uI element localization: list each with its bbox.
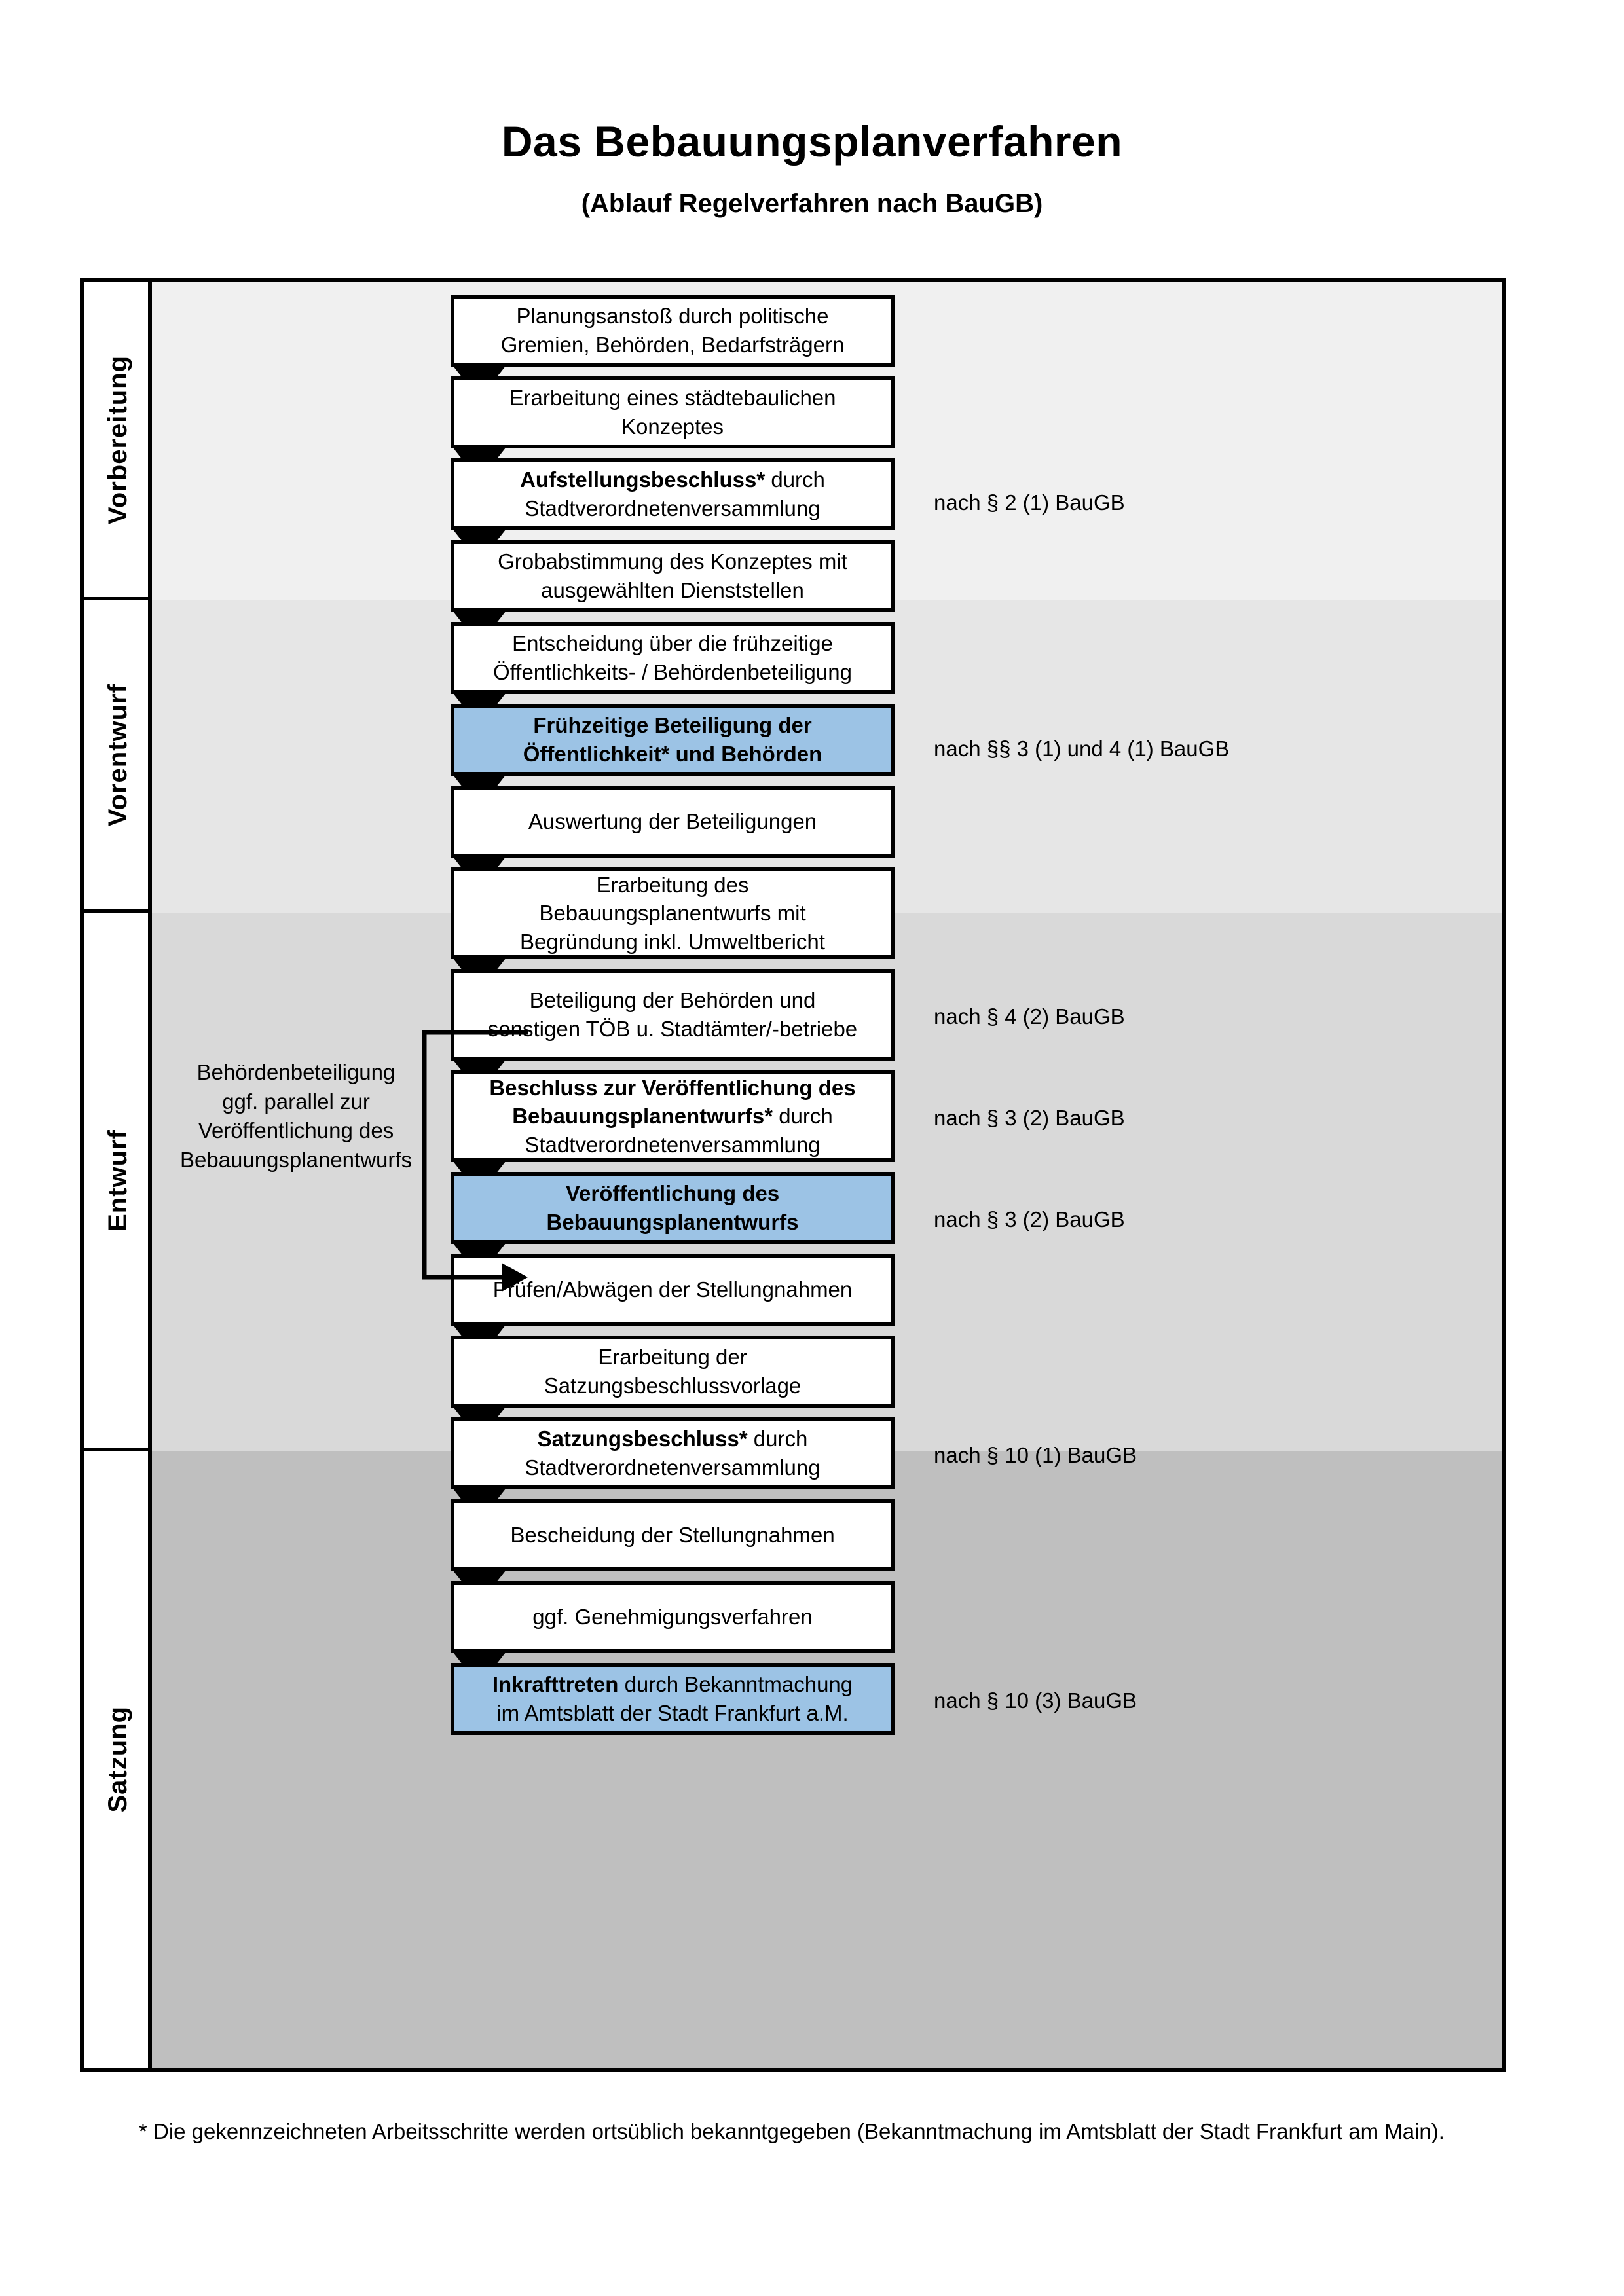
step-text-line: Beteiligung der Behörden und — [529, 988, 816, 1013]
step-text-line: durch — [747, 1427, 808, 1451]
step-box-auswertung-beteiligungen[interactable]: Auswertung der Beteiligungen — [451, 786, 895, 858]
step-text-line: Prüfen/Abwägen der Stellungnahmen — [492, 1277, 853, 1302]
reference-par-2-1: nach § 2 (1) BauGB — [934, 490, 1125, 515]
step-text-line: sonstigen TÖB u. Stadtämter/-betriebe — [487, 1017, 858, 1041]
step-box-erarbeitung-satzungsvorlage[interactable]: Erarbeitung der Satzungsbeschlussvorlage — [451, 1336, 895, 1408]
step-text-line: Öffentlichkeits- / Behördenbeteiligung — [493, 660, 852, 684]
phase-label-satzung: Satzung — [84, 1451, 152, 2068]
step-text-line: im Amtsblatt der Stadt Frankfurt a.M. — [496, 1701, 849, 1725]
step-text-line: Stadtverordnetenversammlung — [525, 496, 821, 520]
reference-par-3-2-b: nach § 3 (2) BauGB — [934, 1207, 1125, 1231]
step-text-line: durch Bekanntmachung — [618, 1672, 853, 1697]
step-text-emphasis: Bebauungsplanentwurfs* — [512, 1104, 773, 1129]
reference-par-10-3: nach § 10 (3) BauGB — [934, 1688, 1137, 1713]
side-note-behoerdenbeteiligung: Behördenbeteiligung ggf. parallel zur Ve… — [165, 1058, 427, 1175]
phase-label-text: Vorentwurf — [103, 683, 132, 827]
step-text-line: Erarbeitung der — [598, 1345, 747, 1370]
reference-par-3-1-4-1: nach §§ 3 (1) und 4 (1) BauGB — [934, 737, 1230, 761]
step-text-line: Grobabstimmung des Konzeptes mit — [498, 549, 847, 574]
step-text-line: Stadtverordnetenversammlung — [525, 1455, 821, 1480]
feedback-arrow-svg — [422, 1030, 528, 1292]
phase-label-vorbereitung: Vorbereitung — [84, 282, 152, 600]
step-text-emphasis: Öffentlichkeit* und Behörden — [523, 742, 822, 766]
step-text-emphasis: Beschluss zur Veröffentlichung des — [489, 1075, 856, 1100]
step-box-fruehzeitige-beteiligung[interactable]: Frühzeitige Beteiligung der Öffentlichke… — [451, 704, 895, 776]
phase-label-text: Entwurf — [103, 1129, 132, 1231]
step-text-emphasis: Satzungsbeschluss* — [537, 1427, 748, 1451]
step-text-line: Bebauungsplanentwurfs mit — [539, 901, 806, 926]
step-text-emphasis: Bebauungsplanentwurfs — [546, 1210, 799, 1234]
step-text-line: Erarbeitung eines städtebaulichen — [509, 386, 836, 410]
feedback-connector-arrow — [418, 1029, 529, 1303]
side-note-line: Bebauungsplanentwurfs — [179, 1147, 413, 1172]
step-text-line: Gremien, Behörden, Bedarfsträgern — [500, 333, 845, 357]
reference-par-10-1: nach § 10 (1) BauGB — [934, 1443, 1137, 1467]
step-box-bescheidung[interactable]: Bescheidung der Stellungnahmen — [451, 1499, 895, 1571]
step-text-line: Satzungsbeschlussvorlage — [544, 1374, 802, 1398]
phase-label-text: Vorbereitung — [103, 355, 132, 524]
step-text-line: ausgewählten Dienststellen — [541, 578, 804, 602]
title-block: Das Bebauungsplanverfahren (Ablauf Regel… — [0, 118, 1624, 219]
step-box-beschluss-veroeffentlichung[interactable]: Beschluss zur Veröffentlichung des Bebau… — [451, 1070, 895, 1162]
step-text-line: Begründung inkl. Umweltbericht — [520, 929, 825, 954]
footnote: * Die gekennzeichneten Arbeitsschritte w… — [139, 2119, 1445, 2143]
step-text-line: Erarbeitung des — [596, 872, 749, 897]
step-box-staedtebauliches-konzept[interactable]: Erarbeitung eines städtebaulichen Konzep… — [451, 376, 895, 448]
step-text-line: Bescheidung der Stellungnahmen — [510, 1523, 835, 1548]
step-box-beteiligung-behoerden[interactable]: Beteiligung der Behörden und sonstigen T… — [451, 969, 895, 1061]
step-text-line: ggf. Genehmigungsverfahren — [532, 1605, 813, 1630]
step-text-emphasis: Frühzeitige Beteiligung der — [533, 713, 812, 738]
phase-label-vorentwurf: Vorentwurf — [84, 600, 152, 913]
step-box-inkrafttreten[interactable]: Inkrafttreten durch Bekanntmachung im Am… — [451, 1663, 895, 1735]
step-box-satzungsbeschluss[interactable]: Satzungsbeschluss* durch Stadtverordnete… — [451, 1417, 895, 1489]
step-text-emphasis: Veröffentlichung des — [565, 1181, 780, 1206]
process-diagram: Vorbereitung Vorentwurf Entwurf Satzung — [80, 278, 1506, 2072]
step-text-line: durch — [765, 467, 825, 492]
step-text-line: durch — [773, 1104, 833, 1129]
page-title: Das Bebauungsplanverfahren — [501, 117, 1123, 166]
step-text-line: Auswertung der Beteiligungen — [528, 809, 817, 834]
reference-par-3-2-a: nach § 3 (2) BauGB — [934, 1106, 1125, 1130]
phase-label-text: Satzung — [103, 1706, 132, 1813]
page-subtitle: (Ablauf Regelverfahren nach BauGB) — [581, 189, 1043, 218]
step-text-line: Stadtverordnetenversammlung — [525, 1132, 821, 1157]
side-note-line: ggf. parallel zur — [222, 1089, 370, 1114]
step-box-planungsanstoss[interactable]: Planungsanstoß durch politische Gremien,… — [451, 295, 895, 367]
reference-par-4-2: nach § 4 (2) BauGB — [934, 1004, 1125, 1029]
step-box-entscheidung-fruehzeitige[interactable]: Entscheidung über die frühzeitige Öffent… — [451, 622, 895, 694]
phase-label-entwurf: Entwurf — [84, 913, 152, 1451]
phase-label-rail: Vorbereitung Vorentwurf Entwurf Satzung — [84, 282, 152, 2068]
step-box-erarbeitung-entwurf[interactable]: Erarbeitung des Bebauungsplanentwurfs mi… — [451, 867, 895, 959]
step-box-genehmigungsverfahren[interactable]: ggf. Genehmigungsverfahren — [451, 1581, 895, 1653]
step-text-line: Konzeptes — [621, 414, 724, 439]
step-box-pruefen-abwaegen[interactable]: Prüfen/Abwägen der Stellungnahmen — [451, 1254, 895, 1326]
step-text-line: Entscheidung über die frühzeitige — [512, 631, 833, 656]
step-box-grobabstimmung[interactable]: Grobabstimmung des Konzeptes mit ausgewä… — [451, 540, 895, 612]
step-text-emphasis: Aufstellungsbeschluss* — [520, 467, 766, 492]
step-box-aufstellungsbeschluss[interactable]: Aufstellungsbeschluss* durch Stadtverord… — [451, 458, 895, 530]
step-text-line: Planungsanstoß durch politische — [516, 304, 829, 329]
side-note-line: Behördenbeteiligung — [196, 1060, 396, 1084]
step-box-veroeffentlichung-entwurf[interactable]: Veröffentlichung des Bebauungsplanentwur… — [451, 1172, 895, 1244]
step-text-emphasis: Inkrafttreten — [492, 1672, 619, 1697]
side-note-line: Veröffentlichung des — [198, 1118, 394, 1143]
